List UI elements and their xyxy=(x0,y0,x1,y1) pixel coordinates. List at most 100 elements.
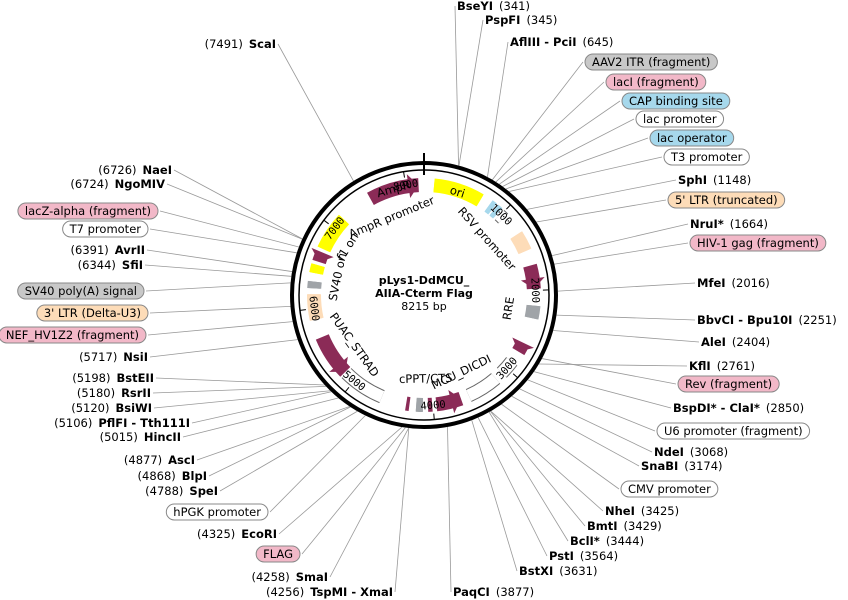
feature-pill xyxy=(689,234,827,252)
feature-pill xyxy=(635,110,725,128)
scale-tick xyxy=(512,373,518,379)
enzyme-name: NruI* xyxy=(690,217,724,231)
leader-line xyxy=(509,156,663,192)
site-label-flag[interactable]: FLAG xyxy=(255,545,301,563)
site-label-bstxi[interactable]: BstXI(3631) xyxy=(519,564,598,578)
site-label-laci[interactable]: lacI (fragment) xyxy=(605,73,707,91)
site-label-nrui[interactable]: NruI*(1664) xyxy=(690,217,768,231)
site-label-scai[interactable]: (7491)ScaI xyxy=(205,37,276,51)
site-label-lacprom[interactable]: lac promoter xyxy=(635,110,725,128)
site-label-rsrii[interactable]: (5180)RsrII xyxy=(77,386,151,400)
site-label-nef[interactable]: NEF_HV1Z2 (fragment) xyxy=(0,326,147,344)
feature-block-fill xyxy=(318,215,349,253)
site-label-tspmi[interactable]: (4256)TspMI - XmaI xyxy=(266,585,393,599)
feature-label: RRE xyxy=(500,296,517,321)
site-label-ecori[interactable]: (4325)EcoRI xyxy=(197,527,277,541)
feature-pill-label: hPGK promoter xyxy=(173,505,261,519)
leader-line xyxy=(501,403,620,490)
site-label-ltr3[interactable]: 3' LTR (Delta-U3) xyxy=(36,304,149,322)
enzyme-name: SpeI xyxy=(189,484,218,498)
site-label-ndei[interactable]: NdeI(3068) xyxy=(654,445,728,459)
site-label-cap[interactable]: CAP binding site xyxy=(621,92,731,110)
site-label-nsii[interactable]: (5717)NsiI xyxy=(79,350,148,364)
site-label-snabi[interactable]: SnaBI(3174) xyxy=(641,459,723,473)
feature-pill xyxy=(621,92,731,110)
site-label-spei[interactable]: (4788)SpeI xyxy=(145,484,218,498)
site-label-sphi[interactable]: SphI(1148) xyxy=(678,173,751,187)
site-label-sv40pa[interactable]: SV40 poly(A) signal xyxy=(17,282,145,300)
site-label-blpi[interactable]: (4868)BlpI xyxy=(138,469,207,483)
site-label-asci[interactable]: (4877)AscI xyxy=(124,453,195,467)
site-label-ngomiv[interactable]: (6724)NgoMIV xyxy=(70,177,165,191)
feature-pill xyxy=(663,148,750,166)
enzyme-name: HincII xyxy=(144,430,181,444)
feature-pill-label: lacZ-alpha (fragment) xyxy=(25,204,151,218)
leader-line xyxy=(458,19,484,166)
feature-pill xyxy=(649,129,735,147)
scale-tick-label: 2000 xyxy=(528,278,541,304)
site-label-sfii[interactable]: (6344)SfiI xyxy=(78,258,143,272)
feature-arrowhead xyxy=(406,174,419,198)
site-label-hiv1[interactable]: HIV-1 gag (fragment) xyxy=(689,234,827,252)
feature-pill-label: SV40 poly(A) signal xyxy=(25,284,137,298)
site-label-naei[interactable]: (6726)NaeI xyxy=(98,163,172,177)
leader-line xyxy=(155,377,325,386)
site-label-lacop[interactable]: lac operator xyxy=(649,129,735,147)
site-label-hincii[interactable]: (5015) HincII xyxy=(100,430,181,444)
feature-arrowhead xyxy=(329,356,348,372)
feature-pill-label: FLAG xyxy=(263,547,293,561)
enzyme-position: (5015) xyxy=(100,430,138,444)
site-label-smai[interactable]: (4258)SmaI xyxy=(251,570,328,584)
site-label-avrii[interactable]: (6391)AvrII xyxy=(71,243,145,257)
site-label-u6[interactable]: U6 promoter (fragment) xyxy=(656,422,811,440)
site-label-ltr5[interactable]: 5' LTR (truncated) xyxy=(667,191,786,209)
enzyme-name: AflIII - PciI xyxy=(510,35,577,49)
site-label-paqci[interactable]: PaqCI(3877) xyxy=(453,585,534,599)
enzyme-position: (6726) xyxy=(98,163,136,177)
site-label-nhei[interactable]: NheI (3425) xyxy=(605,504,679,518)
leader-line xyxy=(219,410,358,492)
site-label-t3[interactable]: T3 promoter xyxy=(663,148,750,166)
site-label-afliii[interactable]: AflIII - PciI (645) xyxy=(510,35,613,49)
leader-line xyxy=(471,420,518,572)
site-label-psti[interactable]: PstI(3564) xyxy=(549,549,618,563)
site-label-kfli[interactable]: KflI(2761) xyxy=(689,359,755,373)
scale-tick-label: 3000 xyxy=(494,355,520,382)
site-label-rev[interactable]: Rev (fragment) xyxy=(677,375,780,393)
scale-tick xyxy=(323,219,329,225)
site-label-pflfi[interactable]: (5106)PflFI - Tth111I xyxy=(54,416,190,430)
leader-line xyxy=(182,397,339,438)
site-label-mfei[interactable]: MfeI(2016) xyxy=(697,276,770,290)
feature-pill-label: T7 promoter xyxy=(69,222,142,236)
feature-block-fill xyxy=(433,179,484,206)
leader-line xyxy=(145,282,291,292)
site-label-bseyi[interactable]: BseYI(341) xyxy=(457,0,530,13)
site-label-aav2[interactable]: AAV2 ITR (fragment) xyxy=(584,53,718,71)
enzyme-name: BspDI* - ClaI* xyxy=(673,401,760,415)
enzyme-position: (3425) xyxy=(641,504,679,518)
enzyme-name: NsiI xyxy=(123,350,148,364)
site-label-hpgk[interactable]: hPGK promoter xyxy=(165,503,269,521)
enzyme-name: NheI xyxy=(605,504,635,518)
site-label-cmv[interactable]: CMV promoter xyxy=(620,480,719,498)
site-label-bmti[interactable]: BmtI(3429) xyxy=(587,519,662,533)
feature-pill xyxy=(584,53,718,71)
site-label-lacz[interactable]: lacZ-alpha (fragment) xyxy=(17,202,159,220)
site-label-bspdi[interactable]: BspDI* - ClaI*(2850) xyxy=(673,401,804,415)
site-label-bbvci[interactable]: BbvCI - Bpu10I(2251) xyxy=(697,313,837,327)
site-label-bcli[interactable]: BclI*(3444) xyxy=(570,534,644,548)
enzyme-position: (7491) xyxy=(205,37,243,51)
site-label-bsiwi[interactable]: (5120)BsiWI xyxy=(71,401,152,415)
enzyme-position: (3174) xyxy=(684,459,722,473)
enzyme-position: (5180) xyxy=(77,386,115,400)
leader-line xyxy=(447,426,452,593)
site-label-t7[interactable]: T7 promoter xyxy=(62,220,149,238)
site-label-pspfi[interactable]: PspFI(345) xyxy=(485,13,557,27)
site-label-alei[interactable]: AleI(2404) xyxy=(701,335,770,349)
leader-line xyxy=(541,358,677,385)
enzyme-position: (3429) xyxy=(624,519,662,533)
site-label-bsteii[interactable]: (5198)BstEII xyxy=(72,371,154,385)
enzyme-position: (4868) xyxy=(138,469,176,483)
leader-line xyxy=(527,379,656,432)
enzyme-position: (645) xyxy=(583,35,614,49)
